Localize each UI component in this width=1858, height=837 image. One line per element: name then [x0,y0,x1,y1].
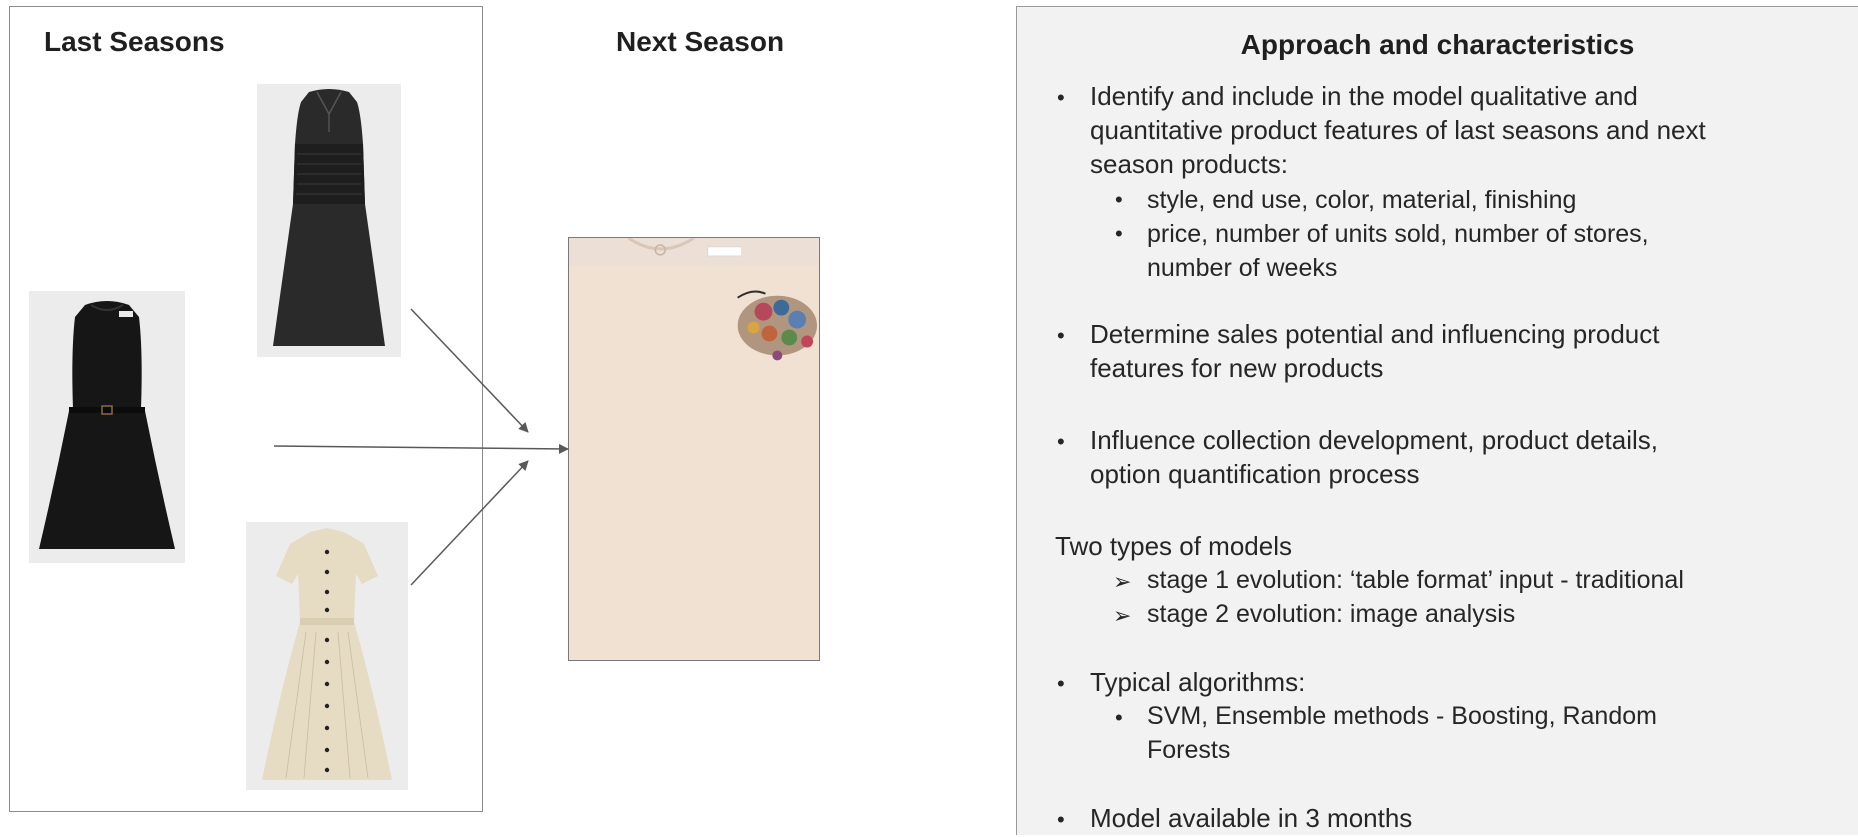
last-seasons-title: Last Seasons [44,26,225,57]
black-knit-dress-image [257,84,401,357]
bullet3-line1: Influence collection development, produc… [1090,425,1659,455]
models-stage2: stage 2 evolution: image analysis [1147,600,1516,628]
models-heading: Two types of models [1055,531,1292,561]
bullet-marker: • [1057,671,1065,696]
beige-shirt-dress-image [246,522,408,790]
bullet-marker: • [1057,429,1065,454]
black-belted-dress-image [29,291,185,563]
approach-title: Approach and characteristics [1240,29,1635,60]
models-stage1: stage 1 evolution: ‘table format’ input … [1147,566,1684,594]
bullet1-line3: season products: [1090,149,1289,179]
bullet4-line1: Typical algorithms: [1090,667,1306,697]
bullet5-line1: Model available in 3 months [1090,803,1413,833]
bullet3-line2: option quantification process [1090,459,1420,489]
bullet2-line2: features for new products [1090,353,1384,383]
bullet2-line1: Determine sales potential and influencin… [1090,319,1660,349]
arrow-bullet-marker: ➢ [1113,569,1132,594]
arrow-bullet-marker: ➢ [1113,603,1132,628]
bullet-marker: • [1057,85,1065,110]
bullet1-sub1: style, end use, color, material, finishi… [1147,186,1577,214]
next-season-title: Next Season [616,26,785,57]
bullet1-sub2-line1: price, number of units sold, number of s… [1147,220,1649,248]
bullet1-line1: Identify and include in the model qualit… [1090,81,1638,111]
bullet4-sub1-line2: Forests [1147,736,1231,764]
sub-bullet-marker: • [1115,221,1123,246]
bullet1-sub2-line2: number of weeks [1147,254,1338,282]
sub-bullet-marker: • [1115,187,1123,212]
approach-panel: Approach and characteristics • Identify … [1016,6,1858,835]
sub-bullet-marker: • [1115,705,1123,730]
bullet4-sub1-line1: SVM, Ensemble methods - Boosting, Random [1147,702,1657,730]
next-season-dress-image [568,237,820,661]
bullet1-line2: quantitative product features of last se… [1090,115,1706,145]
bullet-marker: • [1057,323,1065,348]
bullet-marker: • [1057,807,1065,832]
